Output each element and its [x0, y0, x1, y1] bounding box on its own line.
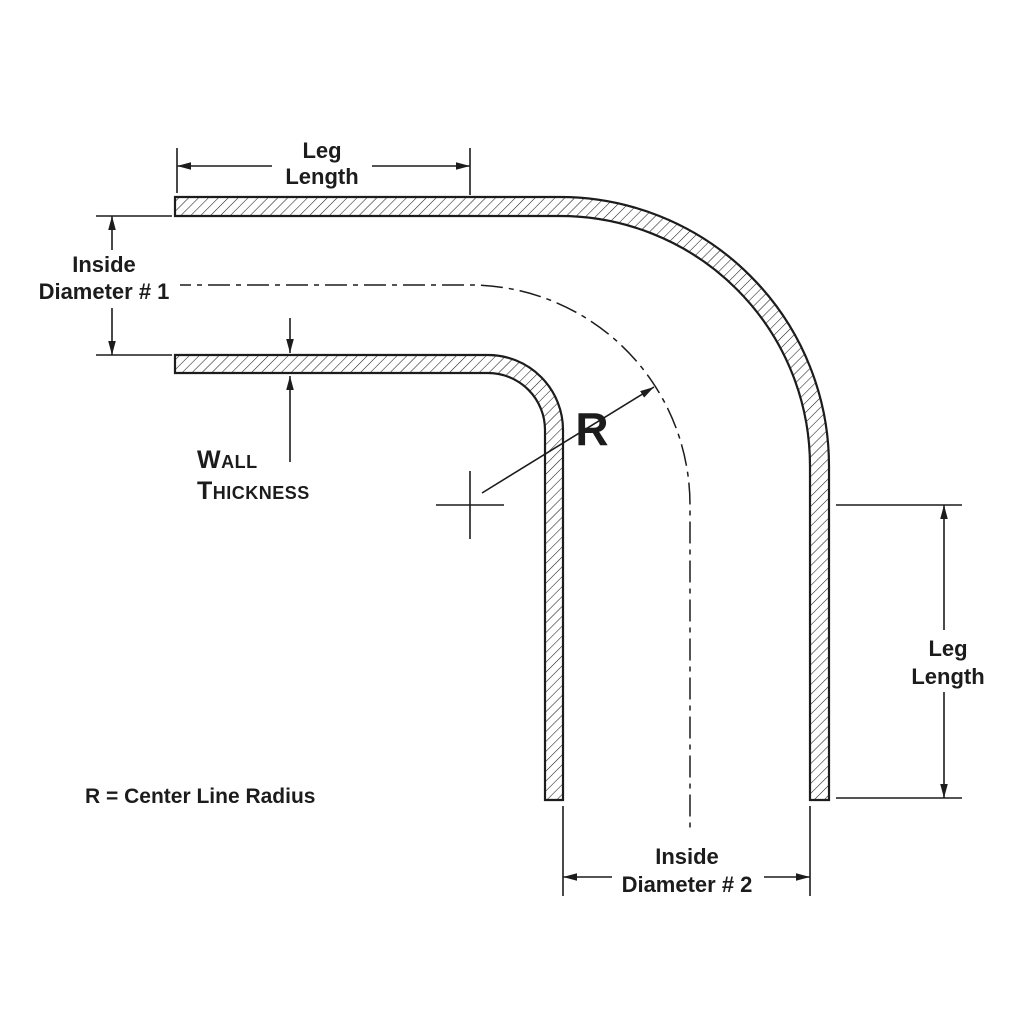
- top-leg-length-label-line2: Length: [285, 164, 358, 189]
- radius-leader-arrow: [481, 386, 655, 494]
- dim-right-leg-length: Leg Length: [836, 504, 1004, 799]
- dim-top-leg-length: Leg Length: [176, 136, 471, 195]
- outer-wall-band: [173, 195, 831, 802]
- top-leg-length-label-line1: Leg: [302, 138, 341, 163]
- dim-inside-diameter-1: Inside Diameter # 1: [28, 215, 180, 356]
- radius-callout: R: [481, 386, 655, 494]
- callout-wall-thickness: Wall Thickness: [197, 318, 310, 505]
- center-mark: [436, 471, 504, 539]
- elbow-tube: [173, 195, 831, 802]
- right-leg-length-label-line2: Length: [911, 664, 984, 689]
- label-backing: [894, 630, 1004, 692]
- inside-diameter-2-label-line1: Inside: [655, 844, 719, 869]
- label-backing: [272, 136, 372, 192]
- inside-diameter-2-label-line2: Diameter # 2: [622, 872, 753, 897]
- inside-diameter-1-label-line1: Inside: [72, 252, 136, 277]
- radius-legend-note: R = Center Line Radius: [85, 785, 315, 808]
- label-backing: [612, 842, 764, 900]
- inner-wall-band: [173, 353, 565, 802]
- centerline: [130, 284, 691, 830]
- right-leg-length-label-line1: Leg: [928, 636, 967, 661]
- label-backing: [28, 250, 180, 308]
- wall-thickness-label-line1: Wall: [197, 446, 258, 474]
- wall-thickness-label-line2: Thickness: [197, 477, 310, 505]
- inside-diameter-1-label-line2: Diameter # 1: [39, 279, 170, 304]
- dim-inside-diameter-2: Inside Diameter # 2: [562, 806, 811, 900]
- radius-symbol-label: R: [575, 403, 608, 455]
